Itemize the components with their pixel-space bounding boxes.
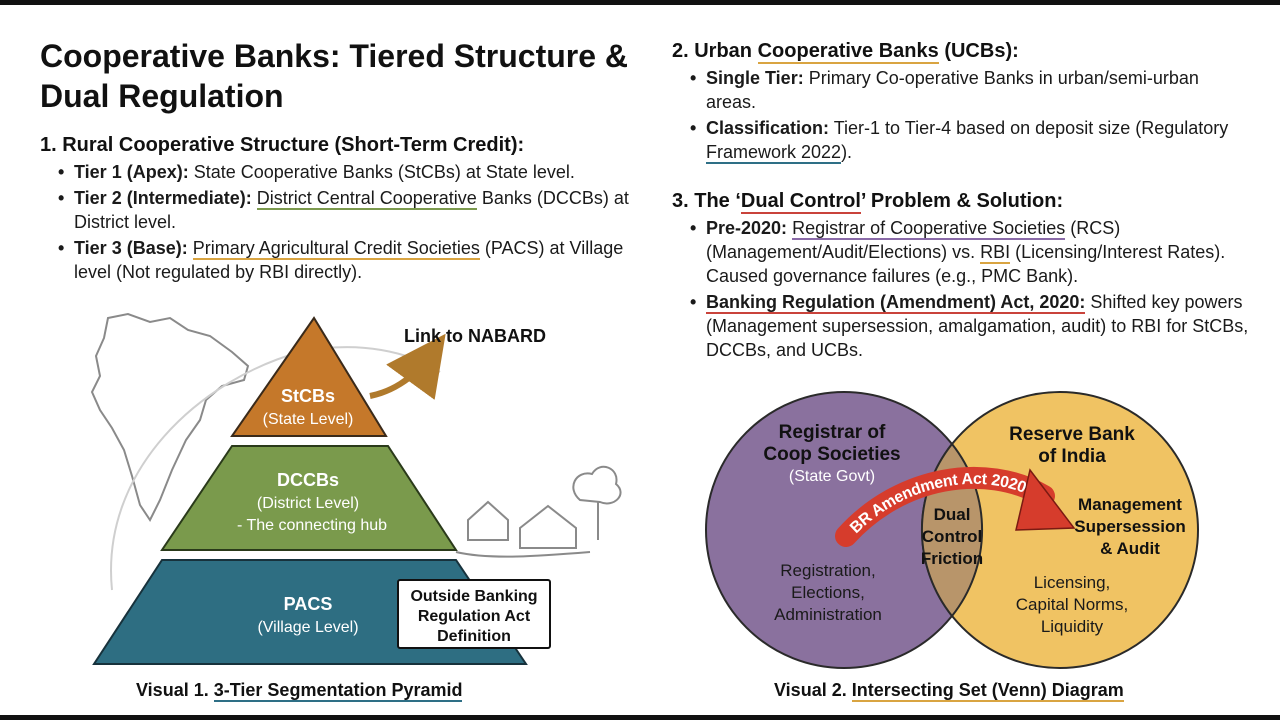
- single-tier-label: Single Tier:: [706, 68, 804, 88]
- single-tier-text: Primary Co-operative Banks in urban/semi…: [706, 68, 1199, 112]
- list-item-classification: Classification: Tier-1 to Tier-4 based o…: [690, 116, 1252, 164]
- list-item-tier2: Tier 2 (Intermediate): District Central …: [58, 186, 640, 234]
- list-item-tier1: Tier 1 (Apex): State Cooperative Banks (…: [58, 160, 640, 184]
- pyramid-base-sub: (Village Level): [257, 619, 358, 636]
- list-item-br-act: Banking Regulation (Amendment) Act, 2020…: [690, 290, 1252, 362]
- pyramid-apex-sub: (State Level): [263, 411, 354, 428]
- pre2020-text2: (Licensing/Interest Rates). Caused gover…: [706, 242, 1226, 286]
- classification-underlined: Framework 2022: [706, 142, 842, 164]
- pyramid-apex-tier: [230, 316, 388, 437]
- tier3-underlined: Primary Agricultural Credit Societies: [192, 238, 480, 260]
- rural-heading: 1. Rural Cooperative Structure (Short-Te…: [40, 134, 525, 156]
- venn-left-title1: Registrar of: [779, 422, 886, 443]
- br-act-label: Banking Regulation (Amendment) Act, 2020…: [706, 292, 1086, 314]
- urban-section: 2. Urban Cooperative Banks (UCBs): Singl…: [672, 38, 1252, 166]
- dual-control-section: 3. The ‘Dual Control’ Problem & Solution…: [672, 188, 1252, 364]
- venn-right-body1: Licensing,: [1034, 573, 1111, 592]
- pre2020-underlined-rbi: RBI: [980, 242, 1011, 264]
- dual-heading-prefix: 3. The ‘: [672, 190, 741, 212]
- urban-heading: 2. Urban Cooperative Banks (UCBs):: [672, 38, 1252, 64]
- venn-left-sub: (State Govt): [789, 468, 875, 485]
- pyramid-middle-tier: [160, 445, 458, 551]
- rural-list: Tier 1 (Apex): State Cooperative Banks (…: [40, 160, 640, 284]
- pre2020-underlined-rcs: Registrar of Cooperative Societies: [792, 218, 1066, 240]
- urban-heading-underlined: Cooperative Banks: [757, 40, 939, 64]
- visual2-caption-prefix: Visual 2.: [774, 680, 847, 700]
- tier1-label: Tier 1 (Apex):: [74, 162, 189, 182]
- tier3-text: (PACS) at Village level (Not regulated b…: [74, 238, 624, 282]
- urban-heading-suffix: (UCBs):: [944, 40, 1019, 62]
- shift-line1: Management: [1078, 495, 1182, 514]
- tier3-label: Tier 3 (Base):: [74, 238, 188, 258]
- br-amendment-arrowhead: [1015, 468, 1076, 531]
- dual-heading-suffix: ’ Problem & Solution:: [860, 190, 1064, 212]
- tier2-underlined: District Central Cooperative: [256, 188, 477, 210]
- pyramid-mid-sub1: (District Level): [257, 495, 359, 512]
- slide-title: Cooperative Banks: Tiered Structure & Du…: [40, 38, 629, 114]
- br-amendment-arrow: [835, 466, 1055, 547]
- venn-center2: Control: [922, 527, 982, 546]
- outside-banking-line3: Definition: [437, 628, 511, 645]
- venn-center3: Friction: [921, 549, 983, 568]
- village-tree-sketch: [572, 465, 622, 540]
- venn-center1: Dual: [934, 505, 971, 524]
- tier2-label: Tier 2 (Intermediate):: [74, 188, 252, 208]
- list-item-tier3: Tier 3 (Base): Primary Agricultural Cred…: [58, 236, 640, 284]
- pyramid-mid-title: DCCBs: [277, 470, 339, 490]
- visual2-caption-underlined: Intersecting Set (Venn) Diagram: [851, 680, 1124, 702]
- pre2020-text1: (RCS) (Management/Audit/Elections) vs.: [706, 218, 1121, 262]
- nabard-link-label: Link to NABARD: [404, 326, 546, 346]
- outside-banking-box: [397, 579, 551, 649]
- list-item-single-tier: Single Tier: Primary Co-operative Banks …: [690, 66, 1252, 114]
- tier1-text: State Cooperative Banks (StCBs) at State…: [193, 162, 575, 182]
- visual1-caption-underlined: 3-Tier Segmentation Pyramid: [213, 680, 463, 702]
- venn-right-title1: Reserve Bank: [1009, 424, 1135, 445]
- venn-left-body2: Elections,: [791, 583, 865, 602]
- br-act-text: Shifted key powers (Management supersess…: [706, 292, 1249, 360]
- urban-heading-prefix: 2. Urban: [672, 40, 753, 62]
- list-item-pre2020: Pre-2020: Registrar of Cooperative Socie…: [690, 216, 1252, 288]
- classification-text: Tier-1 to Tier-4 based on deposit size (…: [833, 118, 1229, 138]
- pyramid-apex-title: StCBs: [281, 386, 335, 406]
- venn-left-body3: Administration: [774, 605, 882, 624]
- pyramid-mid-sub2: - The connecting hub: [237, 517, 387, 534]
- tier2-text: Banks (DCCBs) at District level.: [74, 188, 629, 232]
- dual-heading-underlined: Dual Control: [740, 190, 861, 214]
- outside-banking-line2: Regulation Act: [418, 608, 531, 625]
- venn-right-body2: Capital Norms,: [1016, 595, 1128, 614]
- india-map-sketch: [90, 312, 250, 522]
- classification-text-after: ).: [841, 142, 853, 162]
- venn-right-title2: of India: [1038, 446, 1106, 467]
- outside-banking-line1: Outside Banking: [410, 588, 537, 605]
- classification-label: Classification:: [706, 118, 830, 138]
- venn-right-body3: Liquidity: [1041, 617, 1104, 636]
- venn-left-title2: Coop Societies: [763, 444, 900, 465]
- dual-heading: 3. The ‘Dual Control’ Problem & Solution…: [672, 188, 1252, 214]
- visual1-caption-prefix: Visual 1.: [136, 680, 209, 700]
- urban-list: Single Tier: Primary Co-operative Banks …: [672, 66, 1252, 164]
- pyramid-base-title: PACS: [284, 594, 333, 614]
- venn-left-body1: Registration,: [780, 561, 875, 580]
- dual-list: Pre-2020: Registrar of Cooperative Socie…: [672, 216, 1252, 362]
- visual1-caption: Visual 1. 3-Tier Segmentation Pyramid: [136, 680, 463, 702]
- shift-line3: & Audit: [1100, 539, 1160, 558]
- village-house-sketch: [455, 500, 591, 558]
- nabard-link-arrow: [369, 333, 446, 400]
- shift-line2: Supersession: [1074, 517, 1186, 536]
- visual2-caption: Visual 2. Intersecting Set (Venn) Diagra…: [774, 680, 1124, 702]
- pre2020-label: Pre-2020:: [706, 218, 788, 238]
- rural-section: 1. Rural Cooperative Structure (Short-Te…: [40, 132, 640, 286]
